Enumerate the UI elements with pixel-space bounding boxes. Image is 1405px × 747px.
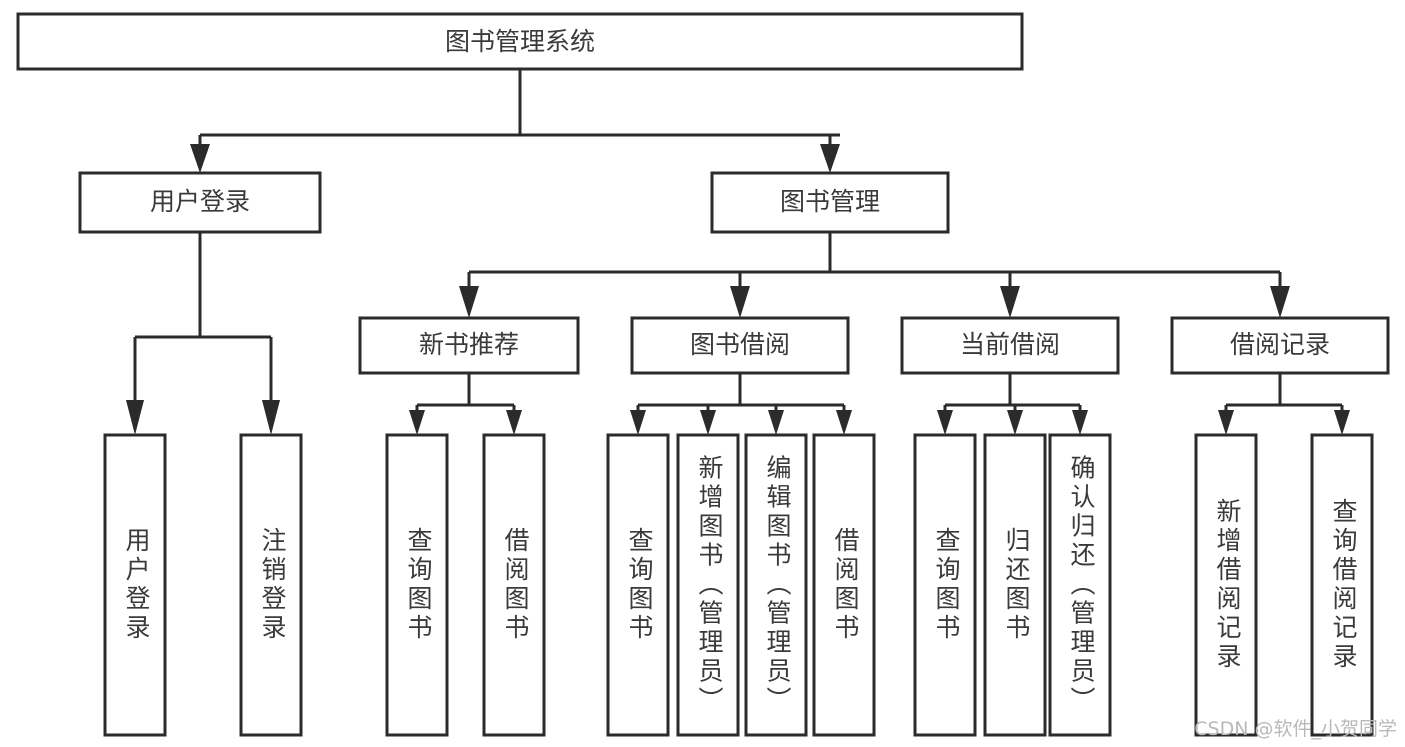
arrow-head-to-l-logout [262, 400, 280, 435]
leaf-label-return-book: 归还图书 [1002, 527, 1031, 643]
node-root-box[interactable] [16, 12, 1024, 71]
node-root[interactable]: 图书管理系统 [16, 12, 1024, 71]
leaf-box-logout[interactable] [239, 433, 303, 737]
arrow-head-to-l-add-book [700, 410, 716, 435]
arrow-head-to-l-query-book-3 [937, 410, 953, 435]
node-book-mgmt-label: 图书管理 [780, 187, 880, 216]
leaf-label-query-book-3: 查询图书 [932, 527, 961, 643]
node-user-login-label: 用户登录 [150, 187, 250, 216]
node-book-mgmt[interactable]: 图书管理 [710, 171, 950, 234]
arrow-head-to-l-add-record [1218, 410, 1234, 435]
leaf-label-query-book-2: 查询图书 [625, 527, 654, 643]
arrow-head-to-l-query-book-2 [630, 410, 646, 435]
node-borrow-box[interactable] [630, 316, 850, 375]
arrow-head-to-l-confirm-return [1072, 410, 1088, 435]
leaf-label-add-book: 新增图书（管理员） [695, 455, 724, 716]
leaf-label-confirm-return: 确认归还（管理员） [1067, 455, 1096, 716]
connector-group-current [937, 373, 1088, 435]
connector-group-borrow [630, 373, 852, 435]
arrow-head-to-l-edit-book [768, 410, 784, 435]
node-book-mgmt-box[interactable] [710, 171, 950, 234]
node-records-box[interactable] [1170, 316, 1390, 375]
node-user-login[interactable]: 用户登录 [78, 171, 322, 234]
arrow-head-root-to-book-mgmt [820, 144, 840, 173]
leaf-label-logout: 注销登录 [258, 527, 287, 643]
arrow-head-root-to-user-login [190, 144, 210, 173]
leaf-box-query-book-1[interactable] [385, 433, 449, 737]
leaf-box-edit-book[interactable] [744, 433, 808, 737]
leaf-labels: 用户登录 注销登录 查询图书 借阅图书 查询图书 新增图书（管理员） 编辑图书（… [122, 455, 1358, 716]
node-new-rec-box[interactable] [358, 316, 580, 375]
arrow-head-to-l-borrow-book-2 [836, 410, 852, 435]
arrow-head-to-l-borrow-book-1 [506, 410, 522, 435]
leaf-label-borrow-book-1: 借阅图书 [501, 527, 530, 643]
node-current[interactable]: 当前借阅 [900, 316, 1120, 375]
node-new-rec-label: 新书推荐 [419, 330, 519, 359]
arrow-head-to-l-query-book-1 [409, 410, 425, 435]
connector-group-new-rec [409, 373, 522, 435]
arrow-head-to-l-return-book [1007, 410, 1023, 435]
leaf-box-query-book-3[interactable] [913, 433, 977, 737]
leaf-box-user-login[interactable] [103, 433, 167, 737]
node-current-label: 当前借阅 [960, 330, 1060, 359]
arrow-head-to-l-query-record [1334, 410, 1350, 435]
node-root-label: 图书管理系统 [445, 27, 595, 56]
leaf-label-query-record: 查询借阅记录 [1329, 498, 1358, 672]
node-borrow[interactable]: 图书借阅 [630, 316, 850, 375]
leaf-label-edit-book: 编辑图书（管理员） [763, 455, 792, 716]
leaf-label-add-record: 新增借阅记录 [1213, 498, 1242, 672]
node-user-login-box[interactable] [78, 171, 322, 234]
arrow-head-to-l-user-login [126, 400, 144, 435]
arrow-head-to-new-rec [459, 286, 479, 318]
leaf-label-borrow-book-2: 借阅图书 [831, 527, 860, 643]
leaf-box-return-book[interactable] [983, 433, 1047, 737]
leaf-boxes [103, 433, 1374, 737]
connector-group-user-login [126, 232, 280, 435]
leaf-box-add-book[interactable] [676, 433, 740, 737]
connector-group-records [1218, 373, 1350, 435]
node-new-rec[interactable]: 新书推荐 [358, 316, 580, 375]
leaf-box-borrow-book-2[interactable] [812, 433, 876, 737]
arrow-head-to-current [1000, 286, 1020, 318]
node-records[interactable]: 借阅记录 [1170, 316, 1390, 375]
connector-group-book-mgmt [459, 232, 1290, 318]
node-records-label: 借阅记录 [1230, 330, 1330, 359]
leaf-box-query-record[interactable] [1310, 433, 1374, 737]
node-current-box[interactable] [900, 316, 1120, 375]
leaf-label-user-login: 用户登录 [122, 527, 151, 643]
arrow-head-to-borrow [730, 286, 750, 318]
leaf-box-borrow-book-1[interactable] [482, 433, 546, 737]
leaf-box-confirm-return[interactable] [1048, 433, 1112, 737]
leaf-box-add-record[interactable] [1194, 433, 1258, 737]
connector-group-root [190, 69, 840, 173]
leaf-box-query-book-2[interactable] [606, 433, 670, 737]
csdn-watermark: CSDN @软件_小贺同学 [1194, 718, 1397, 740]
node-borrow-label: 图书借阅 [690, 330, 790, 359]
arrow-head-to-records [1270, 286, 1290, 318]
leaf-label-query-book-1: 查询图书 [404, 527, 433, 643]
